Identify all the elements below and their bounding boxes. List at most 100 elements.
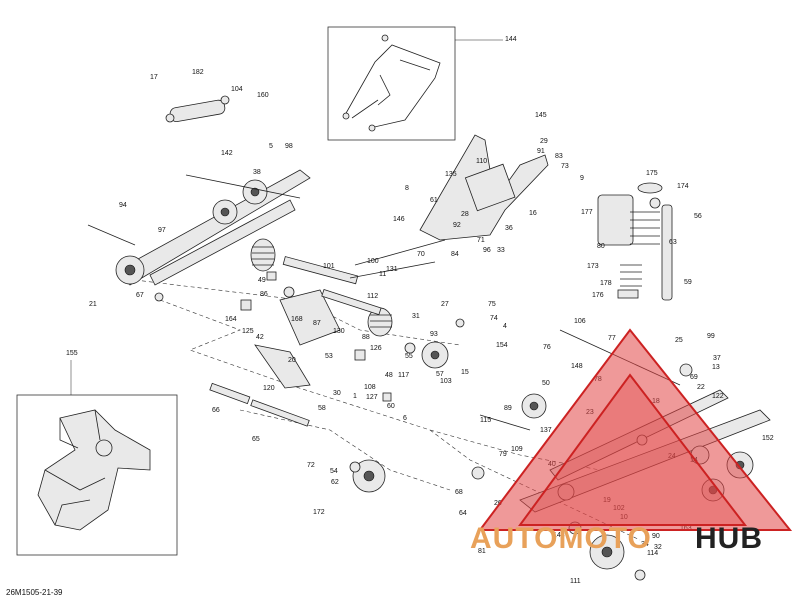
diagram-code: 26M1505-21-39 <box>6 588 63 597</box>
callout-111: 111 <box>570 578 581 585</box>
callout-130: 130 <box>333 328 345 335</box>
callout-164: 164 <box>225 316 237 323</box>
callout-168: 168 <box>291 316 303 323</box>
callout-104: 104 <box>231 86 243 93</box>
callout-86: 86 <box>260 291 268 298</box>
callout-98: 98 <box>285 143 293 150</box>
callout-54: 54 <box>330 468 338 475</box>
callout-13: 13 <box>712 364 720 371</box>
callout-64: 64 <box>459 510 467 517</box>
callout-60: 60 <box>387 403 395 410</box>
callout-126: 126 <box>370 345 382 352</box>
callout-66: 66 <box>212 407 220 414</box>
callout-99: 99 <box>707 333 715 340</box>
callout-131: 131 <box>386 266 398 273</box>
callout-1: 1 <box>353 393 357 400</box>
callout-28: 28 <box>461 211 469 218</box>
callout-33: 33 <box>497 247 505 254</box>
callout-48: 48 <box>385 372 393 379</box>
callout-79: 79 <box>499 451 507 458</box>
small-hardware <box>154 197 693 581</box>
callout-27: 27 <box>441 301 449 308</box>
watermark-text-part-1: AUTOMOTO <box>470 522 652 555</box>
rear-shock-174 <box>597 182 673 301</box>
callout-61: 61 <box>430 197 438 204</box>
callout-20: 20 <box>288 357 296 364</box>
callout-160: 160 <box>257 92 269 99</box>
inset-frame-left <box>16 360 178 556</box>
callout-127: 127 <box>366 394 378 401</box>
callout-176: 176 <box>592 292 604 299</box>
callout-90: 90 <box>652 533 660 540</box>
callout-15: 15 <box>461 369 469 376</box>
callout-137: 137 <box>540 427 552 434</box>
callout-106: 106 <box>574 318 586 325</box>
callout-175: 175 <box>646 170 658 177</box>
callout-173: 173 <box>587 263 599 270</box>
callout-38: 38 <box>253 169 261 176</box>
callout-152: 152 <box>762 435 774 442</box>
callout-73: 73 <box>561 163 569 170</box>
callout-59: 59 <box>684 279 692 286</box>
callout-29: 29 <box>540 138 548 145</box>
callout-11: 11 <box>379 271 386 278</box>
watermark-text-part-2: HUB <box>695 522 763 555</box>
callout-174: 174 <box>677 183 689 190</box>
callout-72: 72 <box>307 462 315 469</box>
callout-103: 103 <box>440 378 452 385</box>
callout-144: 144 <box>505 36 517 43</box>
callout-93: 93 <box>430 331 438 338</box>
watermark-triangle-icon <box>478 328 793 531</box>
inset-frame-top <box>327 26 503 141</box>
callout-135: 135 <box>445 171 457 178</box>
callout-53: 53 <box>325 353 333 360</box>
left-rail-assembly <box>87 169 311 286</box>
callout-8: 8 <box>405 185 409 192</box>
watermark-inner-triangle-icon <box>518 373 748 526</box>
callout-145: 145 <box>535 112 547 119</box>
callout-58: 58 <box>318 405 326 412</box>
callout-69: 69 <box>690 374 698 381</box>
callout-77: 77 <box>608 335 616 342</box>
callout-63: 63 <box>669 239 677 246</box>
callout-70: 70 <box>417 251 425 258</box>
callout-92: 92 <box>453 222 461 229</box>
callout-5: 5 <box>269 143 273 150</box>
callout-178: 178 <box>600 280 612 287</box>
callout-76: 76 <box>543 344 551 351</box>
callout-22: 22 <box>697 384 705 391</box>
callout-120: 120 <box>263 385 275 392</box>
callout-30: 30 <box>333 390 341 397</box>
callout-172: 172 <box>313 509 325 516</box>
callout-26: 26 <box>494 500 502 507</box>
callout-154: 154 <box>496 342 508 349</box>
callout-62: 62 <box>331 479 339 486</box>
callout-16: 16 <box>529 210 537 217</box>
callout-143: 143 <box>553 532 565 539</box>
callout-112: 112 <box>367 293 378 300</box>
callout-110: 110 <box>476 158 487 165</box>
callout-75: 75 <box>488 301 496 308</box>
callout-155: 155 <box>66 350 78 357</box>
center-linkage-assembly <box>209 238 393 427</box>
callout-91: 91 <box>537 148 545 155</box>
callout-125: 125 <box>242 328 254 335</box>
callout-115: 115 <box>480 417 491 424</box>
callout-25: 25 <box>675 337 683 344</box>
callout-36: 36 <box>505 225 513 232</box>
watermark-logo: AUTOMOTO HUB <box>470 328 793 555</box>
callout-114: 114 <box>647 550 658 557</box>
callout-182: 182 <box>192 69 204 76</box>
callout-101: 101 <box>323 263 335 270</box>
callout-146: 146 <box>393 216 405 223</box>
callout-81: 81 <box>478 548 486 555</box>
callout-56: 56 <box>694 213 702 220</box>
callout-71: 71 <box>477 237 485 244</box>
callout-4: 4 <box>503 323 507 330</box>
callout-83: 83 <box>555 153 563 160</box>
shock-absorber-182 <box>165 95 230 123</box>
callout-32: 32 <box>654 544 662 551</box>
callout-97: 97 <box>158 227 166 234</box>
callout-31: 31 <box>412 313 420 320</box>
